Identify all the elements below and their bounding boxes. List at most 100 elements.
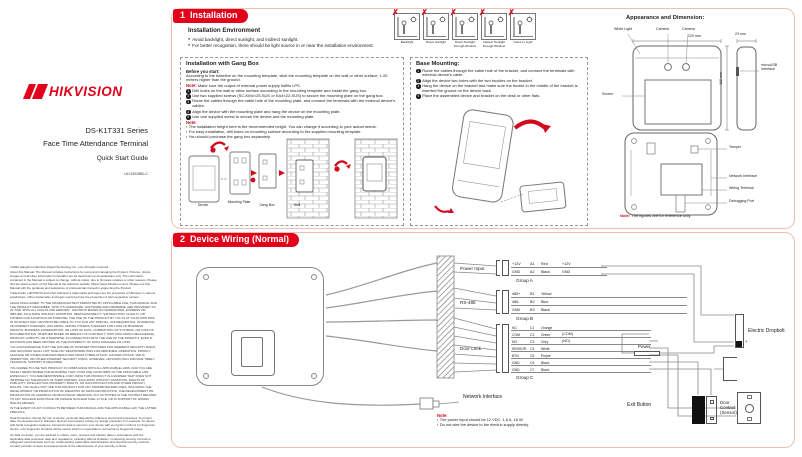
section1-title: Installation (190, 10, 238, 20)
base-mounting-step: 2 Align the device two holes with the tw… (416, 77, 533, 84)
section2-number: 2 (180, 234, 186, 244)
doc-code: UD15538B-C (124, 171, 148, 176)
env-title: Installation Environment (188, 27, 261, 34)
appearance-dimension: Appearance and Dimension: (590, 10, 795, 227)
gangbox-note: For easy installation, drill holes on mo… (186, 129, 398, 135)
figure-label-device: Device (197, 203, 209, 207)
white-light-label: White Light (614, 27, 632, 31)
camera-label: Camera (682, 27, 695, 31)
legal-paragraph: IN THE EVENT OF ANY CONFLICTS BETWEEN TH… (10, 406, 157, 415)
dim-height-label: 118 mm (719, 72, 723, 85)
legal-paragraph: ©2020 Hangzhou Hikvision Digital Technol… (10, 265, 110, 269)
appearance-figure (622, 33, 759, 216)
env-warning-box: ✗ Close to Light (508, 9, 536, 48)
wiring-note-item: The power input should be 12 VDC, 1.5 A,… (437, 417, 597, 423)
env-warning-box: ✗ Direct Sunlight (421, 9, 449, 48)
gangbox-title: Installation with Gang Box (186, 61, 259, 67)
group-a-label: Group A (516, 277, 533, 283)
legal-paragraph: Data Protection: During the use of devic… (10, 415, 155, 432)
plus-mark: + (745, 339, 748, 344)
before-you-start: Before you start: (186, 68, 220, 74)
step-number-icon: 5 (186, 115, 191, 120)
door-contact-label: Door Contact (Sensor) (720, 400, 737, 416)
gangbox-step: 2 Use two supplied screws (SC-KM4×25-SUS… (186, 93, 384, 99)
legal-paragraph: About this Manual: The Manual includes i… (10, 270, 157, 290)
electric-dropbolt-symbol (735, 314, 744, 348)
figure-label-wall: Wall (293, 203, 301, 207)
env-caption: Direct Sunlight (425, 40, 447, 44)
base-mounting-step: 4 Place the assembled device and bracket… (416, 92, 541, 99)
gangbox-step: 1 Drill holes on the wall or other surfa… (186, 87, 368, 94)
gangbox-step: 4 Align the device with the mounting pla… (186, 108, 341, 115)
section2-title: Device Wiring (Normal) (190, 234, 289, 244)
group-c-label: Group C (516, 374, 534, 380)
logo-wordmark: HIKVISION (49, 84, 123, 99)
dim-width-label: 120 mm (688, 34, 701, 38)
power-label: Power (638, 344, 651, 349)
legal-paragraph: As data controller, you are advised to c… (10, 432, 151, 449)
step-number-icon: 1 (186, 88, 191, 94)
dim-depth-label: 23 mm (735, 32, 746, 36)
step-number-icon: 1 (416, 68, 421, 74)
screen-label: Screen (602, 92, 614, 96)
step-number-icon: 3 (416, 84, 421, 89)
section1-number: 1 (180, 10, 186, 20)
lps-note: Note: Make sure the output of external p… (186, 82, 301, 88)
step-number-icon: 2 (416, 78, 421, 84)
legal-text: ©2020 Hangzhou Hikvision Digital Technol… (10, 265, 157, 451)
network-interface-label: Network Interface (463, 394, 503, 400)
tamper-label: Tamper (729, 145, 741, 149)
power-input-label: Power Input (460, 265, 485, 271)
red-x-icon: ✗ (450, 8, 457, 17)
env-warning-box: ✗ Backlight (392, 9, 420, 48)
terminal-block (502, 290, 509, 314)
group-bracket (496, 324, 500, 373)
gangbox-note: You should purchase the gang box separat… (186, 134, 398, 140)
env-caption: Close to Light (513, 40, 533, 44)
group-bracket (496, 290, 500, 314)
gangbox-step: 3 Route the cables through the cable hol… (186, 98, 396, 109)
env-warning-box: ✗ Indirect Sunlight through Window (479, 9, 507, 48)
red-x-icon: ✗ (392, 8, 399, 17)
exit-button-label: Exit Button (627, 402, 652, 408)
base-mounting-title: Base Mounting: (416, 61, 460, 67)
appearance-title: Appearance and Dimension: (626, 15, 705, 21)
appearance-note: Note: The figures are for reference only… (620, 213, 692, 218)
group-bracket (496, 260, 500, 276)
dropbolt-bracket-symbol (723, 357, 737, 381)
step-number-icon: 2 (186, 94, 191, 99)
env-bullet: Avoid backlight, direct sunlight, and in… (188, 37, 393, 43)
legal-paragraph: LEGAL DISCLAIMER: TO THE MAXIMUM EXTENT … (10, 300, 157, 344)
environment-scene-icon (513, 15, 533, 37)
exit-button-symbol (737, 392, 761, 424)
door-contact-switch (706, 396, 717, 424)
base-mounting-step: 3 Hang the device on the bracket and mak… (416, 82, 578, 93)
network-interface-label: Network Interface (729, 174, 758, 178)
gangbox-note: The installation height here is the reco… (186, 124, 398, 130)
section1-badge: 1 Installation (173, 9, 248, 23)
step-number-icon: 4 (186, 109, 191, 115)
base-mounting-panel: Base Mounting: 1 Route the cables throug… (410, 57, 588, 226)
hikvision-logo: HIKVISION (22, 84, 123, 99)
figure-label-plate: Mounting Plate (227, 200, 251, 204)
step-number-icon: 3 (186, 99, 191, 105)
environment-scene-icon (426, 15, 446, 37)
legal-paragraph: YOU ACKNOWLEDGE THAT THE NATURE OF INTER… (10, 344, 156, 365)
gangbox-notes: The installation height here is the reco… (186, 124, 398, 140)
gangbox-figure (188, 138, 398, 219)
gangbox-steps: 1 Drill holes on the wall or other surfa… (186, 87, 398, 120)
base-mounting-figure (434, 109, 567, 213)
product-name: Face Time Attendance Terminal (43, 139, 148, 148)
rs485-label: RS-485 (460, 299, 476, 305)
